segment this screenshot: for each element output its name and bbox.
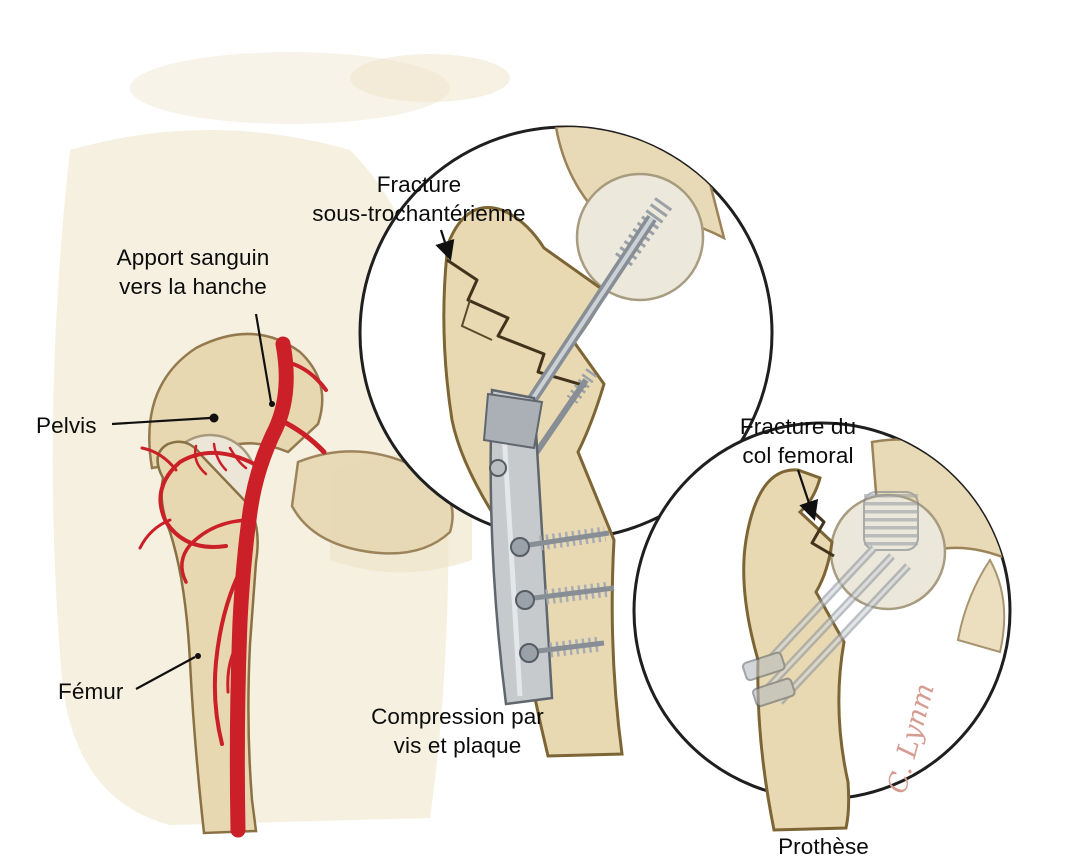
compression-plate-label: Compression par vis et plaque <box>350 702 565 761</box>
subtrochanteric-fracture-label: Fracture sous-trochantérienne <box>288 170 550 229</box>
pelvis-leader-line <box>111 416 211 426</box>
pelvis-label: Pelvis <box>36 413 97 438</box>
subtrochanteric-arrow <box>435 229 455 261</box>
femur-leader-dot <box>195 653 201 659</box>
blood-supply-label-line2: vers la hanche <box>119 274 267 300</box>
subtrochanteric-fracture-label-line2: sous-trochantérienne <box>312 201 526 227</box>
blood-supply-label-line1: Apport sanguin <box>116 245 270 270</box>
subtrochanteric-fracture-label-line1: Fracture <box>376 172 462 197</box>
prosthesis-label: Prothèse <box>778 834 869 859</box>
compression-plate-label-line1: Compression par <box>371 704 544 729</box>
compression-plate-label-line2: vis et plaque <box>393 733 522 759</box>
hip-blood-supply-illustration <box>138 332 454 838</box>
prosthesis-implant <box>742 491 919 708</box>
annotation-lines <box>111 229 819 690</box>
neck-fracture-arrow <box>796 469 819 521</box>
fracture-line <box>446 258 587 388</box>
pelvis-leader-dot <box>209 413 219 423</box>
fracture-line-secondary <box>460 299 493 341</box>
subtrochanteric-inset <box>358 125 774 758</box>
ischium-bone <box>290 450 454 555</box>
femur-leader-line <box>135 656 196 690</box>
lag-screw <box>507 197 673 434</box>
cortical-screws <box>510 526 615 663</box>
femoral-neck-inset <box>632 421 1012 832</box>
neck-fracture-label-line2: col femoral <box>742 443 854 469</box>
neck-fracture-label-line1: Fracture du <box>739 414 857 439</box>
artery-tree <box>138 336 328 838</box>
proximal-femur <box>742 468 851 832</box>
blood-supply-label: Apport sanguin vers la hanche <box>88 243 298 302</box>
neck-fracture-label: Fracture du col femoral <box>708 412 888 471</box>
ischium-bone <box>956 558 1006 654</box>
anti-rotation-screw <box>531 368 598 458</box>
blood-supply-leader-dot <box>269 401 275 407</box>
blood-supply-leader-line <box>254 313 273 403</box>
femur-label: Fémur <box>58 679 124 704</box>
